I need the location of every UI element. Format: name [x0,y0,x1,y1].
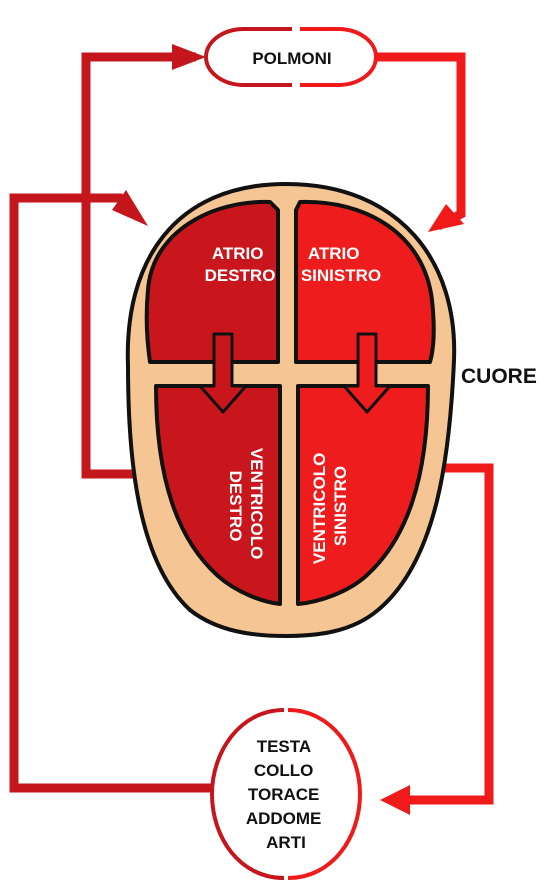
lungs-outline-right [300,27,378,87]
arrow-to-left-atrium-icon [428,204,464,232]
body-part-item: ADDOME [246,809,322,828]
lungs-node: POLMONI [204,27,378,87]
body-part-item: TESTA [257,737,311,756]
left-atrium [294,199,436,364]
pulmonary-vein-line [374,52,466,230]
left-atrium-label-line: SINISTRO [301,266,381,285]
left-ventricle [296,384,430,606]
right-valve-arrow-icon [198,332,248,414]
right-atrium-label-line: ATRIO [212,244,264,263]
lungs-outline-left [204,27,292,87]
lungs-label: POLMONI [252,49,331,68]
body-part-item: COLLO [254,761,314,780]
arrow-to-right-atrium-icon [112,190,148,226]
body-part-item: TORACE [248,785,319,804]
right-atrium [144,199,280,364]
body-outline-right [287,708,363,880]
right-ventricle-label-line: VENTRICOLO [247,448,266,559]
left-ventricle-label-line: SINISTRO [331,466,350,546]
right-ventricle-label: VENTRICOLO DESTRO [226,448,266,564]
right-atrium-label-line: DESTRO [205,266,276,285]
aorta-line [400,463,494,805]
arrow-to-lungs-icon [172,44,206,70]
right-ventricle-label-line: DESTRO [226,471,245,542]
right-atrium-label: ATRIO DESTRO [205,244,276,285]
right-ventricle [154,384,282,606]
body-node: TESTA COLLO TORACE ADDOME ARTI [209,708,363,880]
heart-label: CUORE [461,365,537,388]
body-parts-label: TESTA COLLO TORACE ADDOME ARTI [246,737,326,852]
body-outline-left [209,708,285,880]
pulmonary-artery-line [81,52,196,479]
left-atrium-label-line: ATRIO [308,244,360,263]
body-part-item: ARTI [266,833,306,852]
arrow-to-body-icon [380,785,410,815]
left-valve-arrow-icon [342,332,392,414]
heart: ATRIO DESTRO ATRIO SINISTRO VENTRICOLO D… [125,181,457,639]
left-ventricle-label: VENTRICOLO SINISTRO [310,448,350,564]
left-atrium-label: ATRIO SINISTRO [301,244,381,285]
left-ventricle-label-line: VENTRICOLO [310,453,329,564]
